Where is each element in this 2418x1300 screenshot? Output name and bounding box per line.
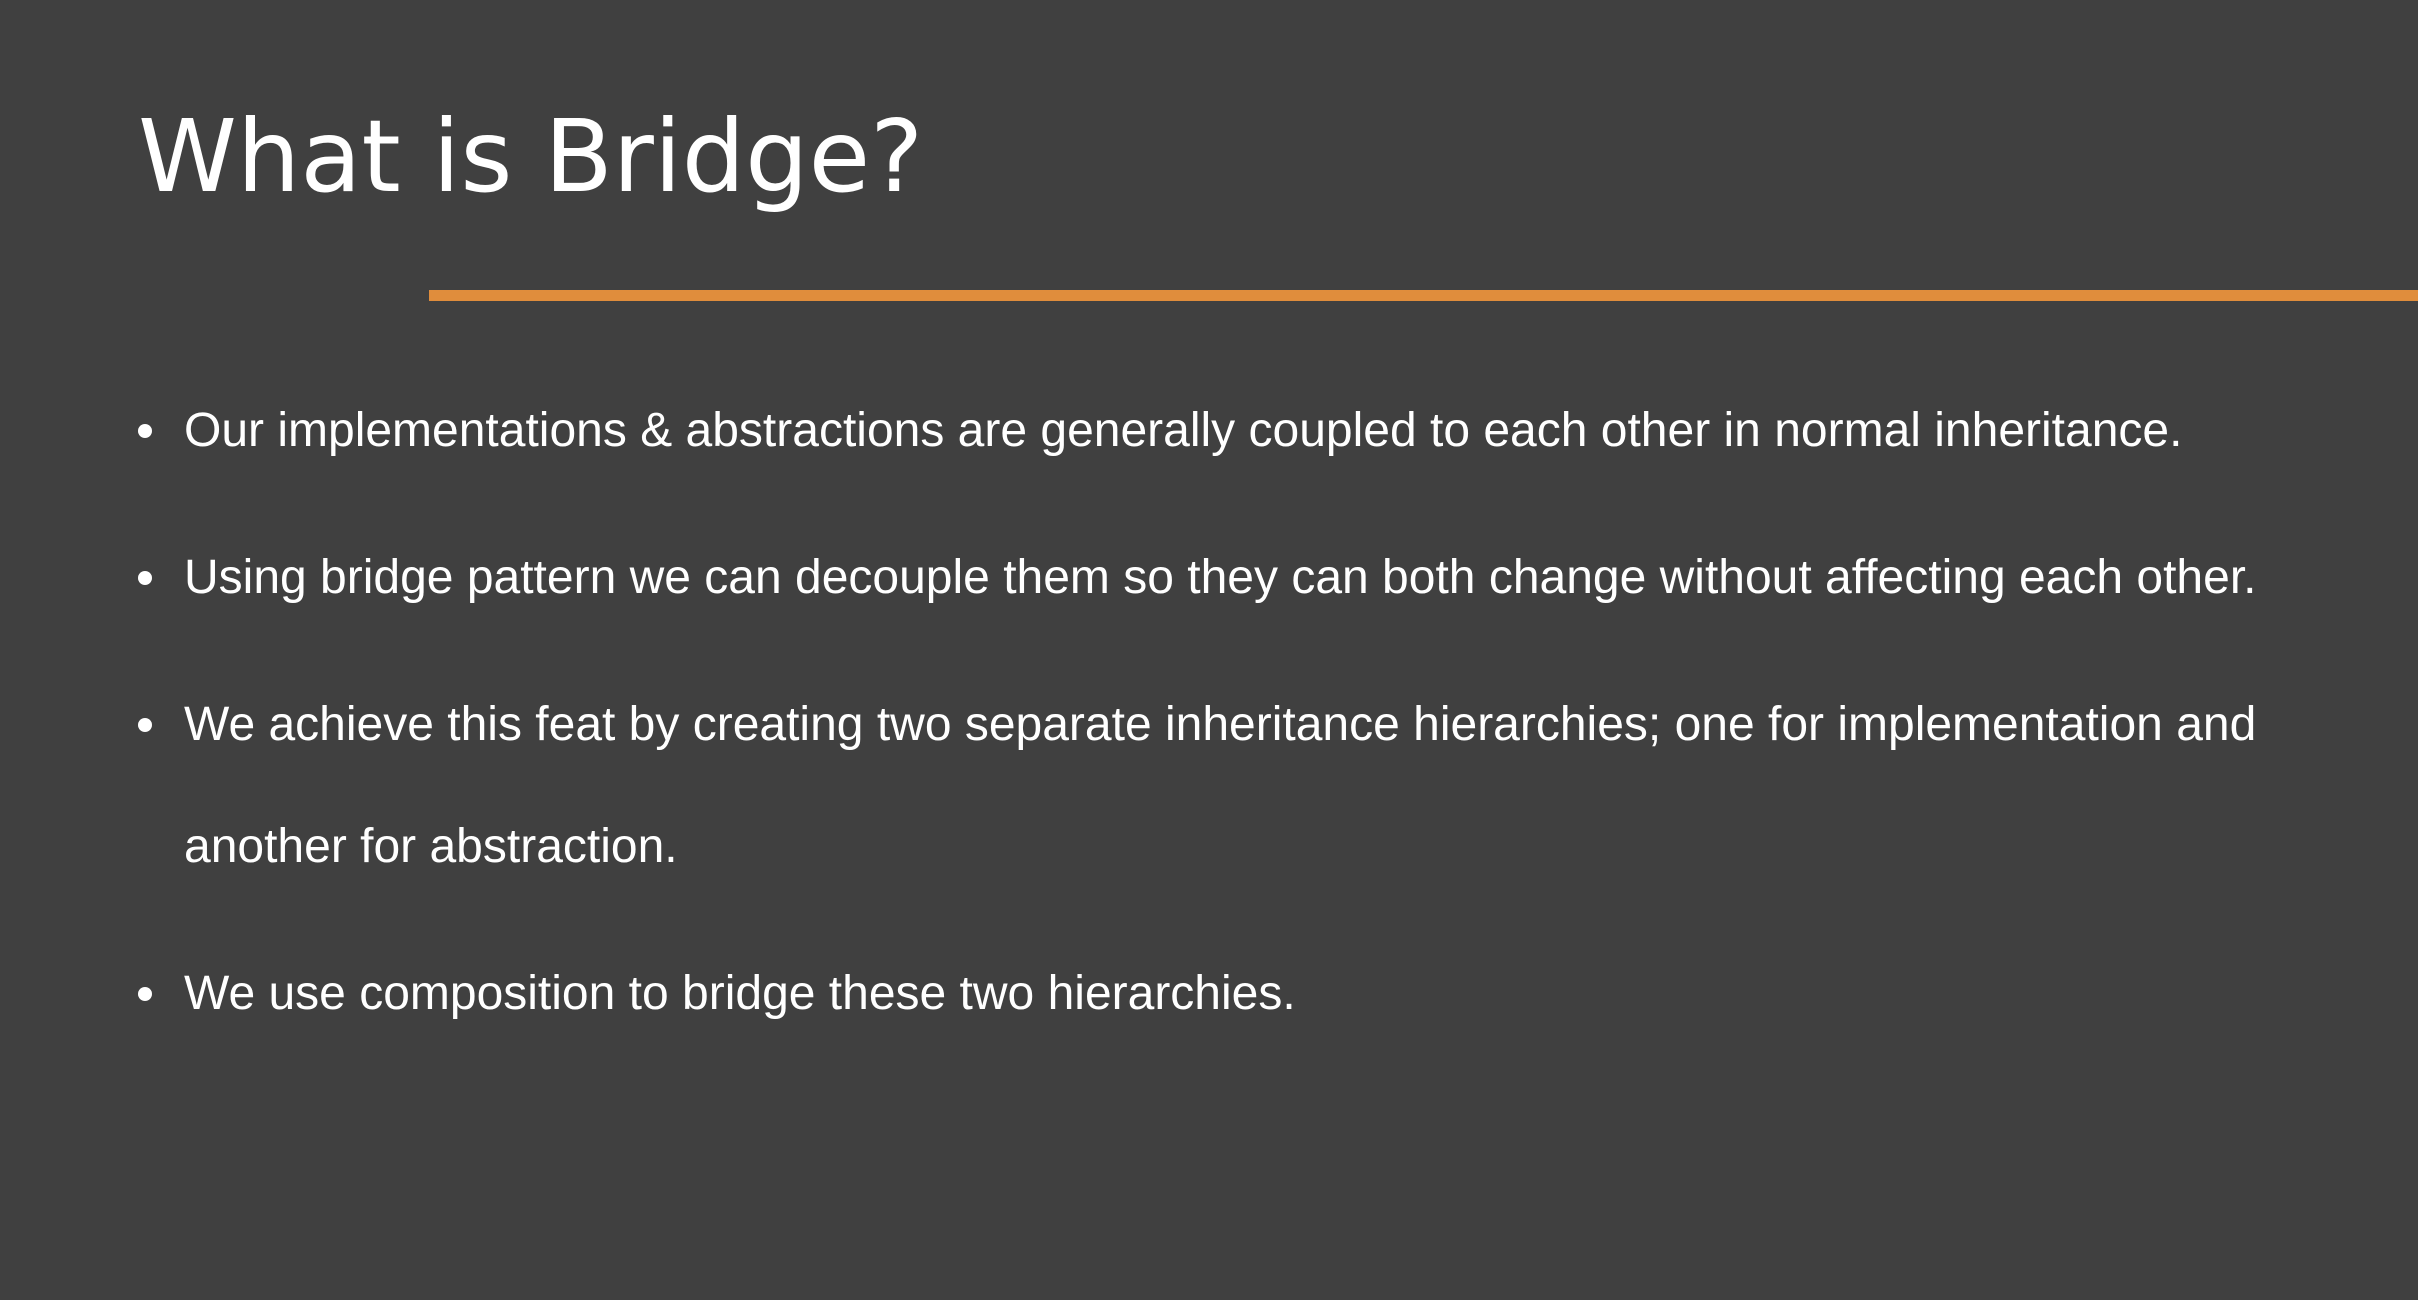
- bullet-text: Using bridge pattern we can decouple the…: [184, 551, 2257, 604]
- bullet-icon: [138, 987, 152, 1001]
- bullet-text: We use composition to bridge these two h…: [184, 967, 1296, 1020]
- accent-divider: [429, 290, 2418, 301]
- bullet-text: We achieve this feat by creating two sep…: [184, 698, 2257, 873]
- slide-title: What is Bridge?: [138, 98, 924, 215]
- bullet-icon: [138, 424, 152, 438]
- bullet-icon: [138, 718, 152, 732]
- bullet-item: Using bridge pattern we can decouple the…: [132, 517, 2312, 639]
- bullet-text: Our implementations & abstractions are g…: [184, 404, 2183, 457]
- bullet-icon: [138, 571, 152, 585]
- bullet-list: Our implementations & abstractions are g…: [132, 370, 2312, 1080]
- bullet-item: We use composition to bridge these two h…: [132, 933, 2312, 1055]
- bullet-item: Our implementations & abstractions are g…: [132, 370, 2312, 492]
- bullet-item: We achieve this feat by creating two sep…: [132, 664, 2312, 908]
